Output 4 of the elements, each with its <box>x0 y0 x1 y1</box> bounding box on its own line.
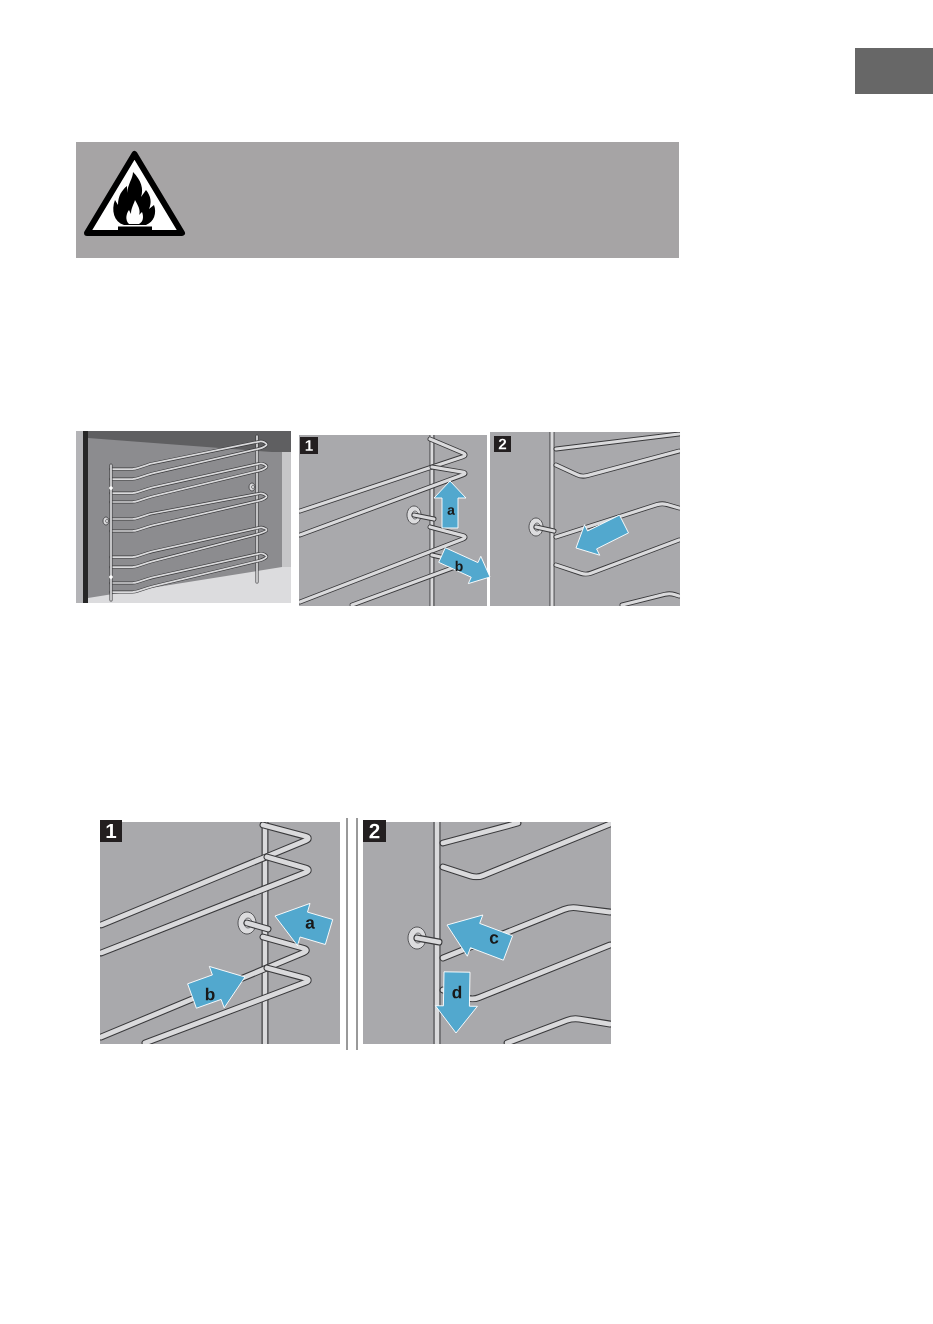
step-number: 2 <box>494 436 511 452</box>
step-number: 1 <box>100 820 122 842</box>
step-number: 2 <box>363 820 386 842</box>
step-number: 1 <box>300 437 318 454</box>
